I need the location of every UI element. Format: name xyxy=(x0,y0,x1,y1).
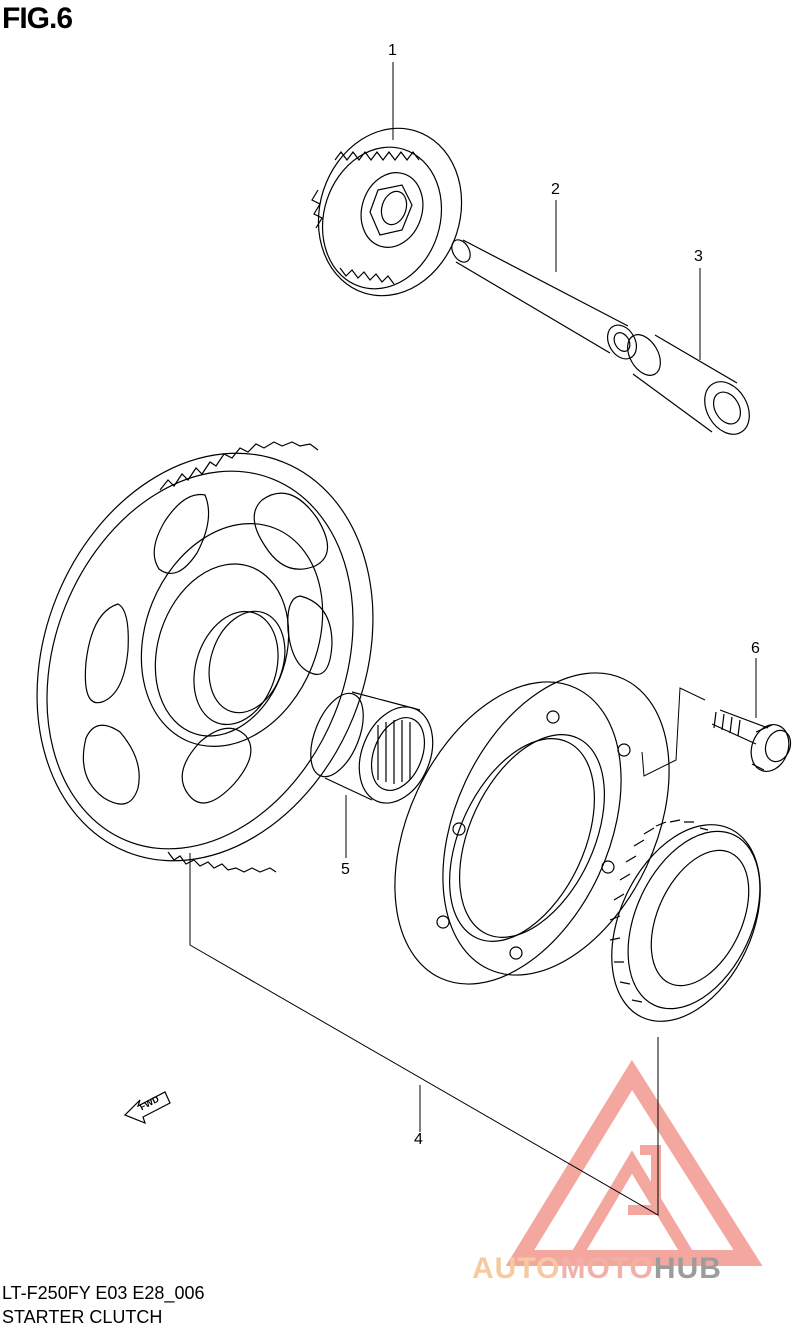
one-way-clutch-rollers xyxy=(582,801,790,1045)
callout-3: 3 xyxy=(694,248,703,265)
callout-2: 2 xyxy=(551,181,560,198)
part-4-starter-driven-gear xyxy=(0,402,432,911)
watermark-moto: MOTO xyxy=(560,1252,654,1285)
part-5-needle-bearing xyxy=(300,686,446,814)
callout-4: 4 xyxy=(414,1131,423,1148)
model-code: LT-F250FY E03 E28_006 xyxy=(2,1283,205,1303)
watermark-hub: HUB xyxy=(653,1252,722,1285)
watermark-logo-icon xyxy=(520,1075,748,1258)
part-1-driven-gear xyxy=(297,110,483,315)
callout-5: 5 xyxy=(341,861,350,878)
watermark-text: AUTOMOTOHUB xyxy=(472,1252,722,1286)
part-6-bolt xyxy=(712,710,795,777)
part-3-bushing xyxy=(621,329,758,442)
callout-6: 6 xyxy=(751,640,760,657)
fwd-arrow-icon xyxy=(125,1092,170,1123)
part-2-shaft xyxy=(448,237,642,364)
callout-1: 1 xyxy=(388,42,397,59)
clutch-housing xyxy=(350,637,714,1021)
leader-lines xyxy=(190,62,756,1215)
figure-caption: STARTER CLUTCH xyxy=(2,1307,163,1327)
figure-title: FIG.6 xyxy=(2,2,73,35)
watermark-auto: AUTO xyxy=(472,1252,561,1285)
